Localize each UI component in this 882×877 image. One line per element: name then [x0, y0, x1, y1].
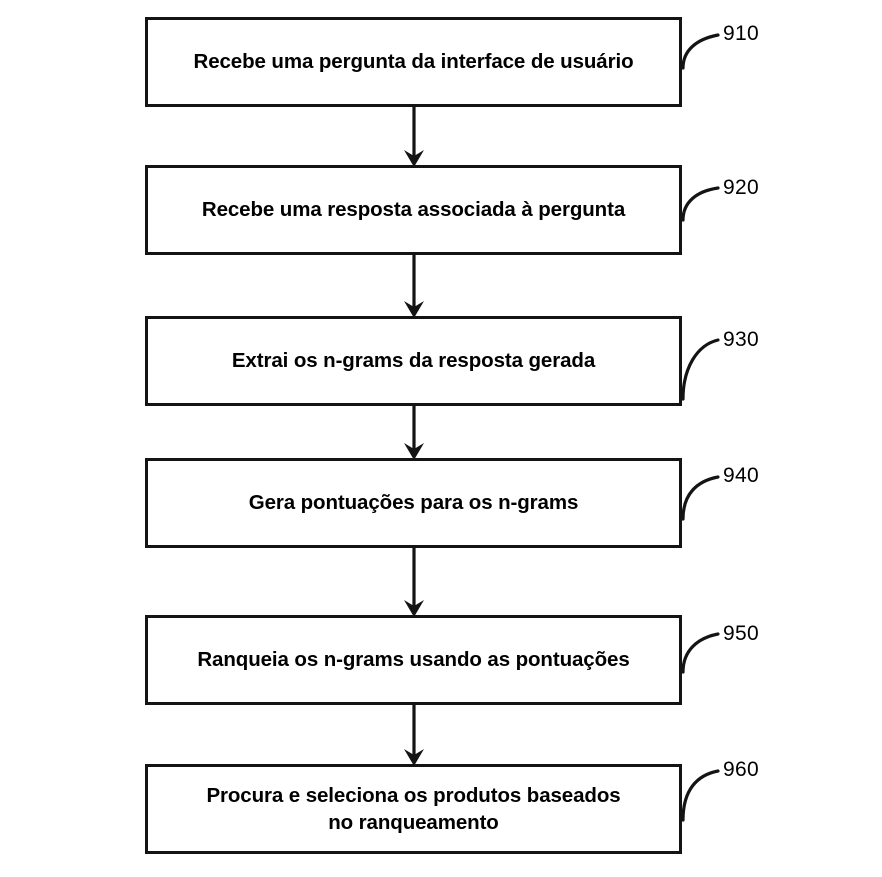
leader-line-910	[681, 33, 720, 70]
leader-line-920	[681, 186, 720, 222]
leader-line-960	[681, 769, 720, 822]
connector-arrowhead-4-5	[404, 600, 424, 617]
connector-arrowhead-1-2	[404, 150, 424, 167]
flowchart-node-950: Ranqueia os n-grams usando as pontuações	[145, 615, 682, 705]
reference-numeral-950: 950	[723, 622, 759, 645]
connector-arrowhead-3-4	[404, 443, 424, 460]
leader-line-940	[681, 475, 720, 521]
connector-arrowhead-2-3	[404, 301, 424, 318]
leader-line-930	[681, 338, 720, 401]
flowchart-node-label: Gera pontuações para os n-grams	[248, 491, 579, 515]
reference-numeral-960: 960	[723, 758, 759, 781]
flowchart-node-label: Ranqueia os n-grams usando as pontuações	[197, 648, 630, 672]
flowchart-node-label: Recebe uma pergunta da interface de usuá…	[193, 50, 634, 74]
flowchart-node-910: Recebe uma pergunta da interface de usuá…	[145, 17, 682, 107]
reference-numeral-930: 930	[723, 328, 759, 351]
flowchart-node-960: Procura e seleciona os produtos baseados…	[145, 764, 682, 854]
flowchart-node-940: Gera pontuações para os n-grams	[145, 458, 682, 548]
reference-numeral-910: 910	[723, 22, 759, 45]
flowchart-node-label: Extrai os n-grams da resposta gerada	[231, 349, 596, 373]
flowchart-node-930: Extrai os n-grams da resposta gerada	[145, 316, 682, 406]
flowchart-node-920: Recebe uma resposta associada à pergunta	[145, 165, 682, 255]
flowchart-node-label: Procura e seleciona os produtos baseados…	[206, 783, 621, 834]
flowchart-node-label: Recebe uma resposta associada à pergunta	[201, 198, 626, 222]
connector-arrowhead-5-6	[404, 749, 424, 766]
leader-line-950	[681, 632, 720, 674]
reference-numeral-920: 920	[723, 176, 759, 199]
reference-numeral-940: 940	[723, 464, 759, 487]
